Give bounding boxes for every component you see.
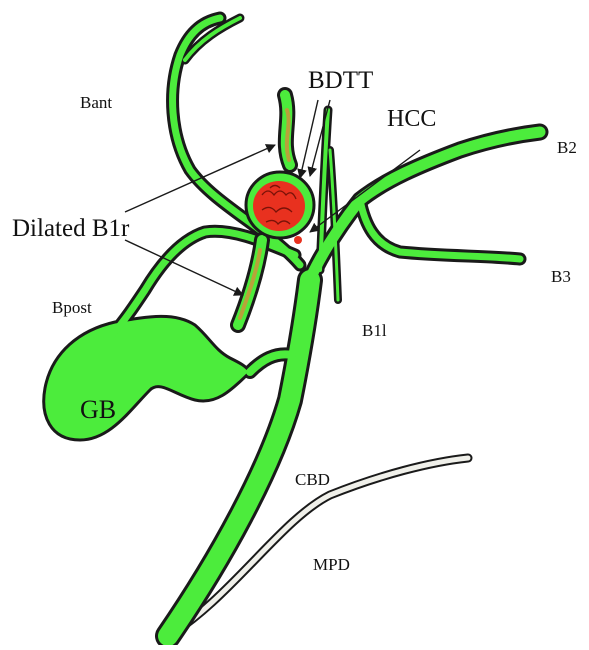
label-mpd: MPD bbox=[313, 555, 350, 574]
label-bdtt: BDTT bbox=[308, 67, 373, 94]
label-dilated-b1r: Dilated B1r bbox=[12, 215, 130, 242]
label-hcc: HCC bbox=[387, 106, 436, 132]
label-b1l: B1l bbox=[362, 321, 387, 340]
label-b2: B2 bbox=[557, 138, 577, 157]
label-b3: B3 bbox=[551, 267, 571, 286]
label-bant: Bant bbox=[80, 93, 112, 112]
label-bpost: Bpost bbox=[52, 298, 92, 317]
gallbladder bbox=[44, 316, 250, 440]
label-cbd: CBD bbox=[295, 470, 330, 489]
label-gb: GB bbox=[80, 395, 116, 424]
